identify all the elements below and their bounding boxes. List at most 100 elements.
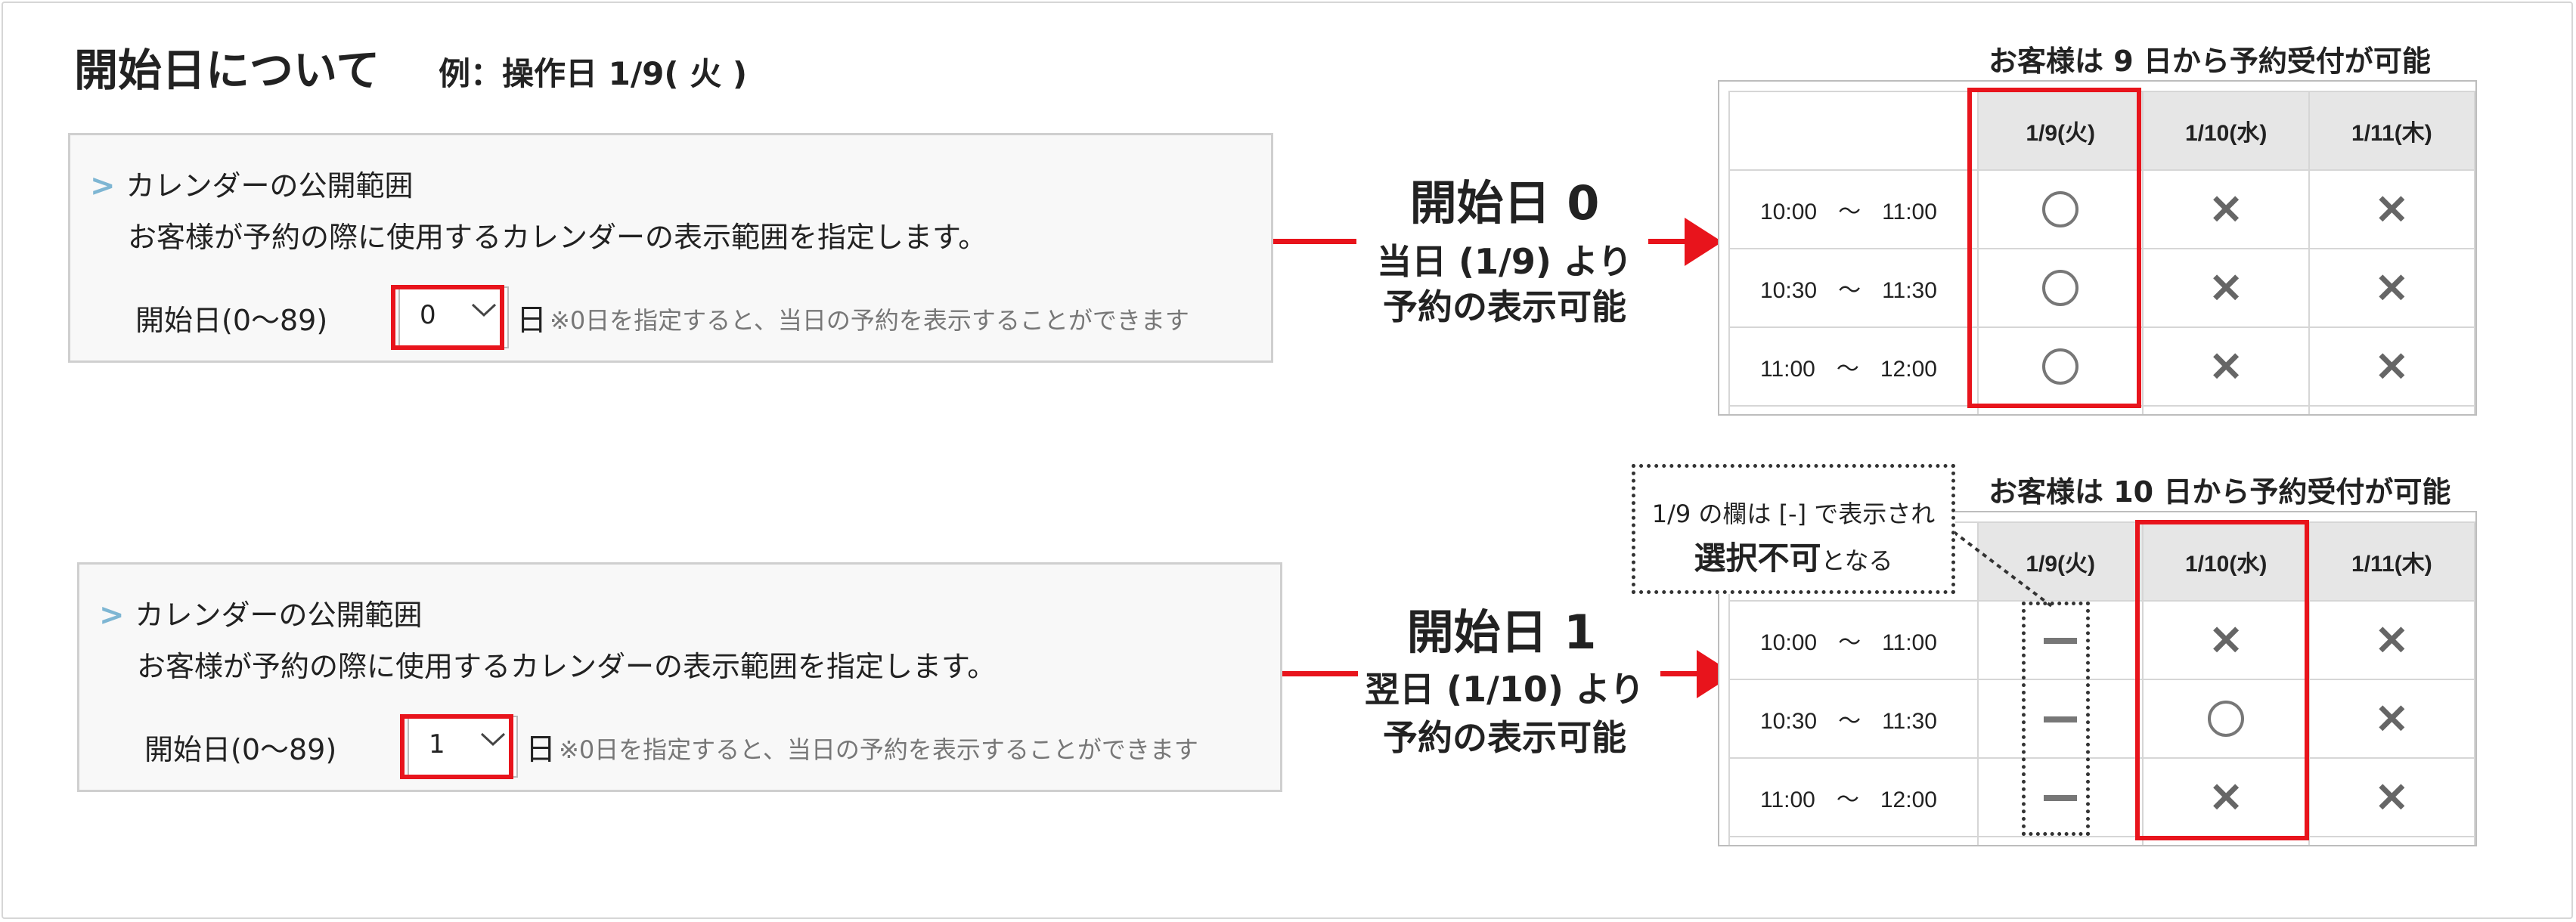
time-slot: 10:30〜11:30 [1728,679,1979,759]
column-highlight-1-10 [2135,520,2309,840]
select-highlight [391,285,504,350]
unit-label: 日 [516,303,547,338]
slot-disabled [1976,757,2144,837]
slot-available[interactable] [1976,326,2144,407]
chevron-down-icon [480,732,506,747]
panel-description: お客様が予約の際に使用するカレンダーの表示範囲を指定します。 [128,221,987,254]
start-day-label: 開始日(0〜89) [135,304,328,337]
dash-icon [2044,795,2078,802]
start-day-select-value: 0 [420,300,436,330]
page-subtitle: 例：操作日 1/9( 火 ) [439,55,748,92]
cross-icon: ✕ [2209,187,2243,233]
cross-icon: ✕ [2374,775,2409,821]
start-day-label: 開始日(0〜89) [144,733,337,766]
time-slot-row: 10:00〜11:00 ✕ ✕ [1728,600,2475,680]
slot-unavailable: ✕ [2142,169,2310,249]
time-slot: 10:00〜11:00 [1728,169,1979,249]
cross-icon: ✕ [2374,696,2409,742]
cross-icon: ✕ [2374,265,2409,311]
connector-line [1273,239,1356,244]
column-header: 1/9(火) [1976,91,2144,171]
start-day-select[interactable]: 1 [408,716,518,778]
time-slot: 11:00〜12:00 [1728,757,1979,837]
select-highlight [400,714,513,779]
cross-icon: ✕ [2374,344,2409,390]
time-slot-row: 10:30〜11:30 ✕ ✕ [1728,248,2475,328]
start-day-1-line2: 予約の表示可能 [1383,717,1626,758]
slot-available[interactable] [2142,679,2310,759]
circle-icon [2042,270,2079,306]
dash-icon [2044,716,2078,723]
callout-line2: 選択不可となる [1694,540,1893,577]
start-day-1-line1: 翌日 (1/10) より [1365,669,1644,710]
cross-icon: ✕ [2209,775,2243,821]
slot-available[interactable] [1976,169,2144,249]
start-day-1-title: 開始日 1 [1406,605,1597,660]
start-day-note: ※0日を指定すると、当日の予約を表示することができます [559,735,1198,764]
circle-icon [2042,191,2079,227]
time-slot-row: 11:00〜12:00 ✕ ✕ [1728,326,2475,407]
slot-unavailable: ✕ [2308,169,2475,249]
time-slot-row: 10:00〜11:00 ✕ ✕ [1728,169,2475,249]
cross-icon: ✕ [2209,344,2243,390]
chevron-down-icon [471,303,497,317]
slot-unavailable: ✕ [2308,326,2475,407]
slot-unavailable: ✕ [2308,679,2475,759]
connector-line [1660,671,1706,676]
slot-unavailable: ✕ [2308,600,2475,680]
time-slot-row: 11:00〜12:00 ✕ ✕ [1728,757,2475,837]
calendar-caption: お客様は 10 日から予約受付が可能 [1989,475,2451,509]
slot-unavailable: ✕ [2308,248,2475,328]
corner-cell [1728,91,1979,171]
unit-label: 日 [525,732,556,767]
slot-disabled [1976,679,2144,759]
time-slot-row: 10:30〜11:30 ✕ [1728,679,2475,759]
start-day-0-line2: 予約の表示可能 [1383,286,1626,327]
slot-unavailable: ✕ [2142,600,2310,680]
arrow-right-icon [1685,218,1722,266]
dash-icon [2044,638,2078,645]
slot-unavailable: ✕ [2308,757,2475,837]
callout-pointer [1952,531,2055,609]
time-slot: 11:00〜12:00 [1728,326,1979,407]
chevron-right-icon: > [90,169,116,203]
panel-description: お客様が予約の際に使用するカレンダーの表示範囲を指定します。 [137,650,997,683]
column-header: 1/9(火) [1976,521,2144,602]
cross-icon: ✕ [2209,617,2243,664]
settings-panel-start-1: >カレンダーの公開範囲 お客様が予約の際に使用するカレンダーの表示範囲を指定しま… [77,562,1282,792]
cross-icon: ✕ [2209,265,2243,311]
circle-icon [2042,348,2079,385]
slot-unavailable: ✕ [2142,248,2310,328]
time-slot: 10:00〜11:00 [1728,600,1979,680]
column-header: 1/10(水) [2142,521,2310,602]
page-title: 開始日について [74,45,380,96]
connector-line [1282,671,1358,676]
column-highlight-1-9-dotted [2022,602,2090,836]
slot-disabled [1976,600,2144,680]
calendar-caption: お客様は 9 日から予約受付が可能 [1989,45,2431,78]
circle-icon [2208,701,2245,737]
start-day-note: ※0日を指定すると、当日の予約を表示することができます [550,306,1189,335]
panel-section-title: >カレンダーの公開範囲 [90,169,414,203]
settings-panel-start-0: >カレンダーの公開範囲 お客様が予約の際に使用するカレンダーの表示範囲を指定しま… [68,133,1273,363]
start-day-select-value: 1 [429,729,445,760]
slot-unavailable: ✕ [2142,757,2310,837]
time-slot: 10:30〜11:30 [1728,248,1979,328]
chevron-right-icon: > [99,598,125,633]
calendar-table: 1/9(火) 1/10(水) 1/11(木) 10:00〜11:00 ✕ ✕ 1… [1728,91,2475,414]
cross-icon: ✕ [2374,617,2409,664]
column-header: 1/10(水) [2142,91,2310,171]
booking-calendar-start-0: 1/9(火) 1/10(水) 1/11(木) 10:00〜11:00 ✕ ✕ 1… [1718,80,2477,416]
column-header: 1/11(木) [2308,521,2475,602]
start-day-0-title: 開始日 0 [1409,175,1600,230]
slot-available[interactable] [1976,248,2144,328]
column-header: 1/11(木) [2308,91,2475,171]
column-highlight-1-9 [1967,88,2141,408]
callout-line1: 1/9 の欄は [-] で表示され [1651,500,1936,528]
disabled-note-callout: 1/9 の欄は [-] で表示され 選択不可となる [1632,464,1955,594]
slot-unavailable: ✕ [2142,326,2310,407]
cross-icon: ✕ [2374,187,2409,233]
panel-section-title: >カレンダーの公開範囲 [99,598,423,633]
start-day-0-line1: 当日 (1/9) より [1377,241,1632,282]
